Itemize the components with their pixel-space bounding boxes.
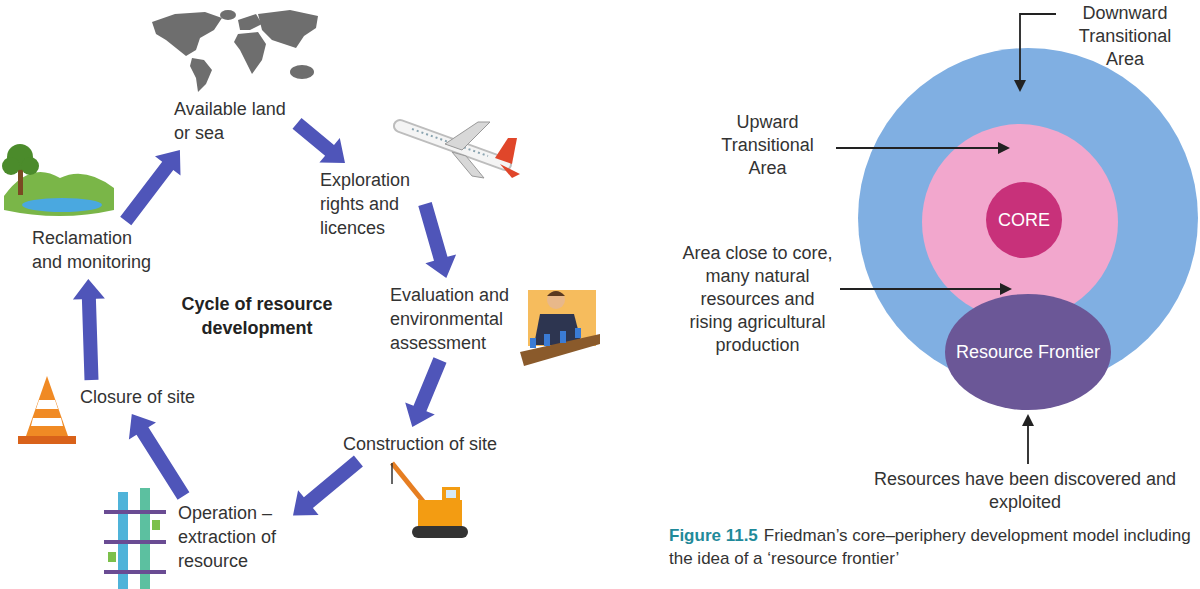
cycle-step: Exploration rights and licences xyxy=(320,168,420,240)
callout-label: Downward Transitional Area xyxy=(1060,2,1190,71)
cycle-arrow xyxy=(293,118,346,163)
shape-label: CORE xyxy=(998,208,1050,232)
office-worker-icon xyxy=(520,290,600,366)
cycle-step: Operation – extraction of resource xyxy=(178,501,288,573)
ellipse-fill xyxy=(945,294,1111,410)
pipeline-icon xyxy=(104,488,166,589)
callout-label: Upward Transitional Area xyxy=(705,111,830,180)
callout-label: Area close to core, many natural resourc… xyxy=(680,242,835,357)
crane-icon xyxy=(392,463,468,538)
step-label: Available land or sea xyxy=(174,97,292,145)
cycle-step: Construction of site xyxy=(343,432,497,456)
cycle-step: Reclamation and monitoring xyxy=(32,226,157,274)
callout-label: Resources have been discovered and explo… xyxy=(860,468,1190,514)
cycle-step: Available land or sea xyxy=(174,97,292,145)
step-label: Construction of site xyxy=(343,432,497,456)
step-label: Closure of site xyxy=(80,385,195,409)
cycle-step: Closure of site xyxy=(80,385,195,409)
cycle-arrow xyxy=(293,456,363,516)
core-circle: CORE xyxy=(986,182,1062,258)
shape-label: Resource Frontier xyxy=(956,340,1100,364)
cycle-arrow xyxy=(73,279,105,380)
step-label: Reclamation and monitoring xyxy=(32,226,157,274)
cycle-arrow xyxy=(405,357,446,427)
cycle-arrow xyxy=(418,202,456,278)
cycle-step: Evaluation and environmental assessment xyxy=(390,283,515,355)
step-label: Operation – extraction of resource xyxy=(178,501,288,573)
figure-number: Figure 11.5 xyxy=(669,526,758,545)
step-label: Exploration rights and licences xyxy=(320,168,420,240)
world-map xyxy=(152,10,318,92)
diagram-title: Cycle of resource development xyxy=(162,292,352,340)
landscape-icon xyxy=(2,144,114,216)
circle-fill xyxy=(986,182,1062,258)
cycle-arrow xyxy=(120,150,180,225)
airplane-icon xyxy=(400,122,520,178)
caption-block: Figure 11.5Friedman’s core–periphery dev… xyxy=(669,524,1194,570)
frontier-ellipse: Resource Frontier xyxy=(945,294,1111,410)
step-label: Evaluation and environmental assessment xyxy=(390,283,515,355)
cycle-arrow xyxy=(129,414,190,500)
traffic-cone-icon xyxy=(18,376,76,444)
